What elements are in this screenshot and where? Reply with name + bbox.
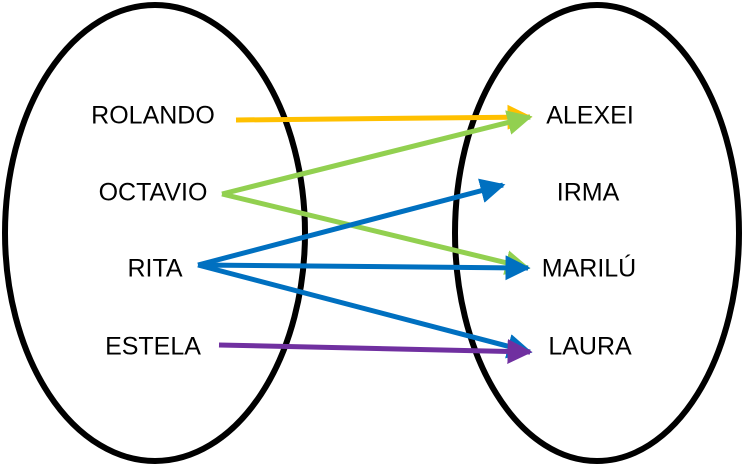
mapping-arrows [197, 104, 533, 364]
codomain-item-marilu: MARILÚ [542, 254, 636, 283]
domain-item-estela: ESTELA [105, 333, 201, 361]
domain-item-rolando: ROLANDO [91, 102, 215, 130]
arrow-octavio-to-alexei [221, 110, 533, 197]
domain-item-octavio: OCTAVIO [99, 179, 208, 207]
codomain-set-ellipse [452, 2, 742, 464]
arrow-estela-to-laura [218, 338, 533, 364]
arrow-rita-to-marilu [197, 255, 531, 281]
domain-item-rita: RITA [127, 255, 182, 283]
arrow-rita-to-irma [197, 178, 506, 268]
arrow-rolando-to-alexei [235, 104, 533, 130]
codomain-item-irma: IRMA [557, 179, 620, 207]
codomain-item-alexei: ALEXEI [546, 102, 634, 130]
domain-set-ellipse [2, 2, 308, 464]
arrow-octavio-to-marilu [221, 191, 531, 275]
codomain-item-laura: LAURA [548, 333, 632, 361]
arrow-rita-to-laura [197, 262, 533, 359]
